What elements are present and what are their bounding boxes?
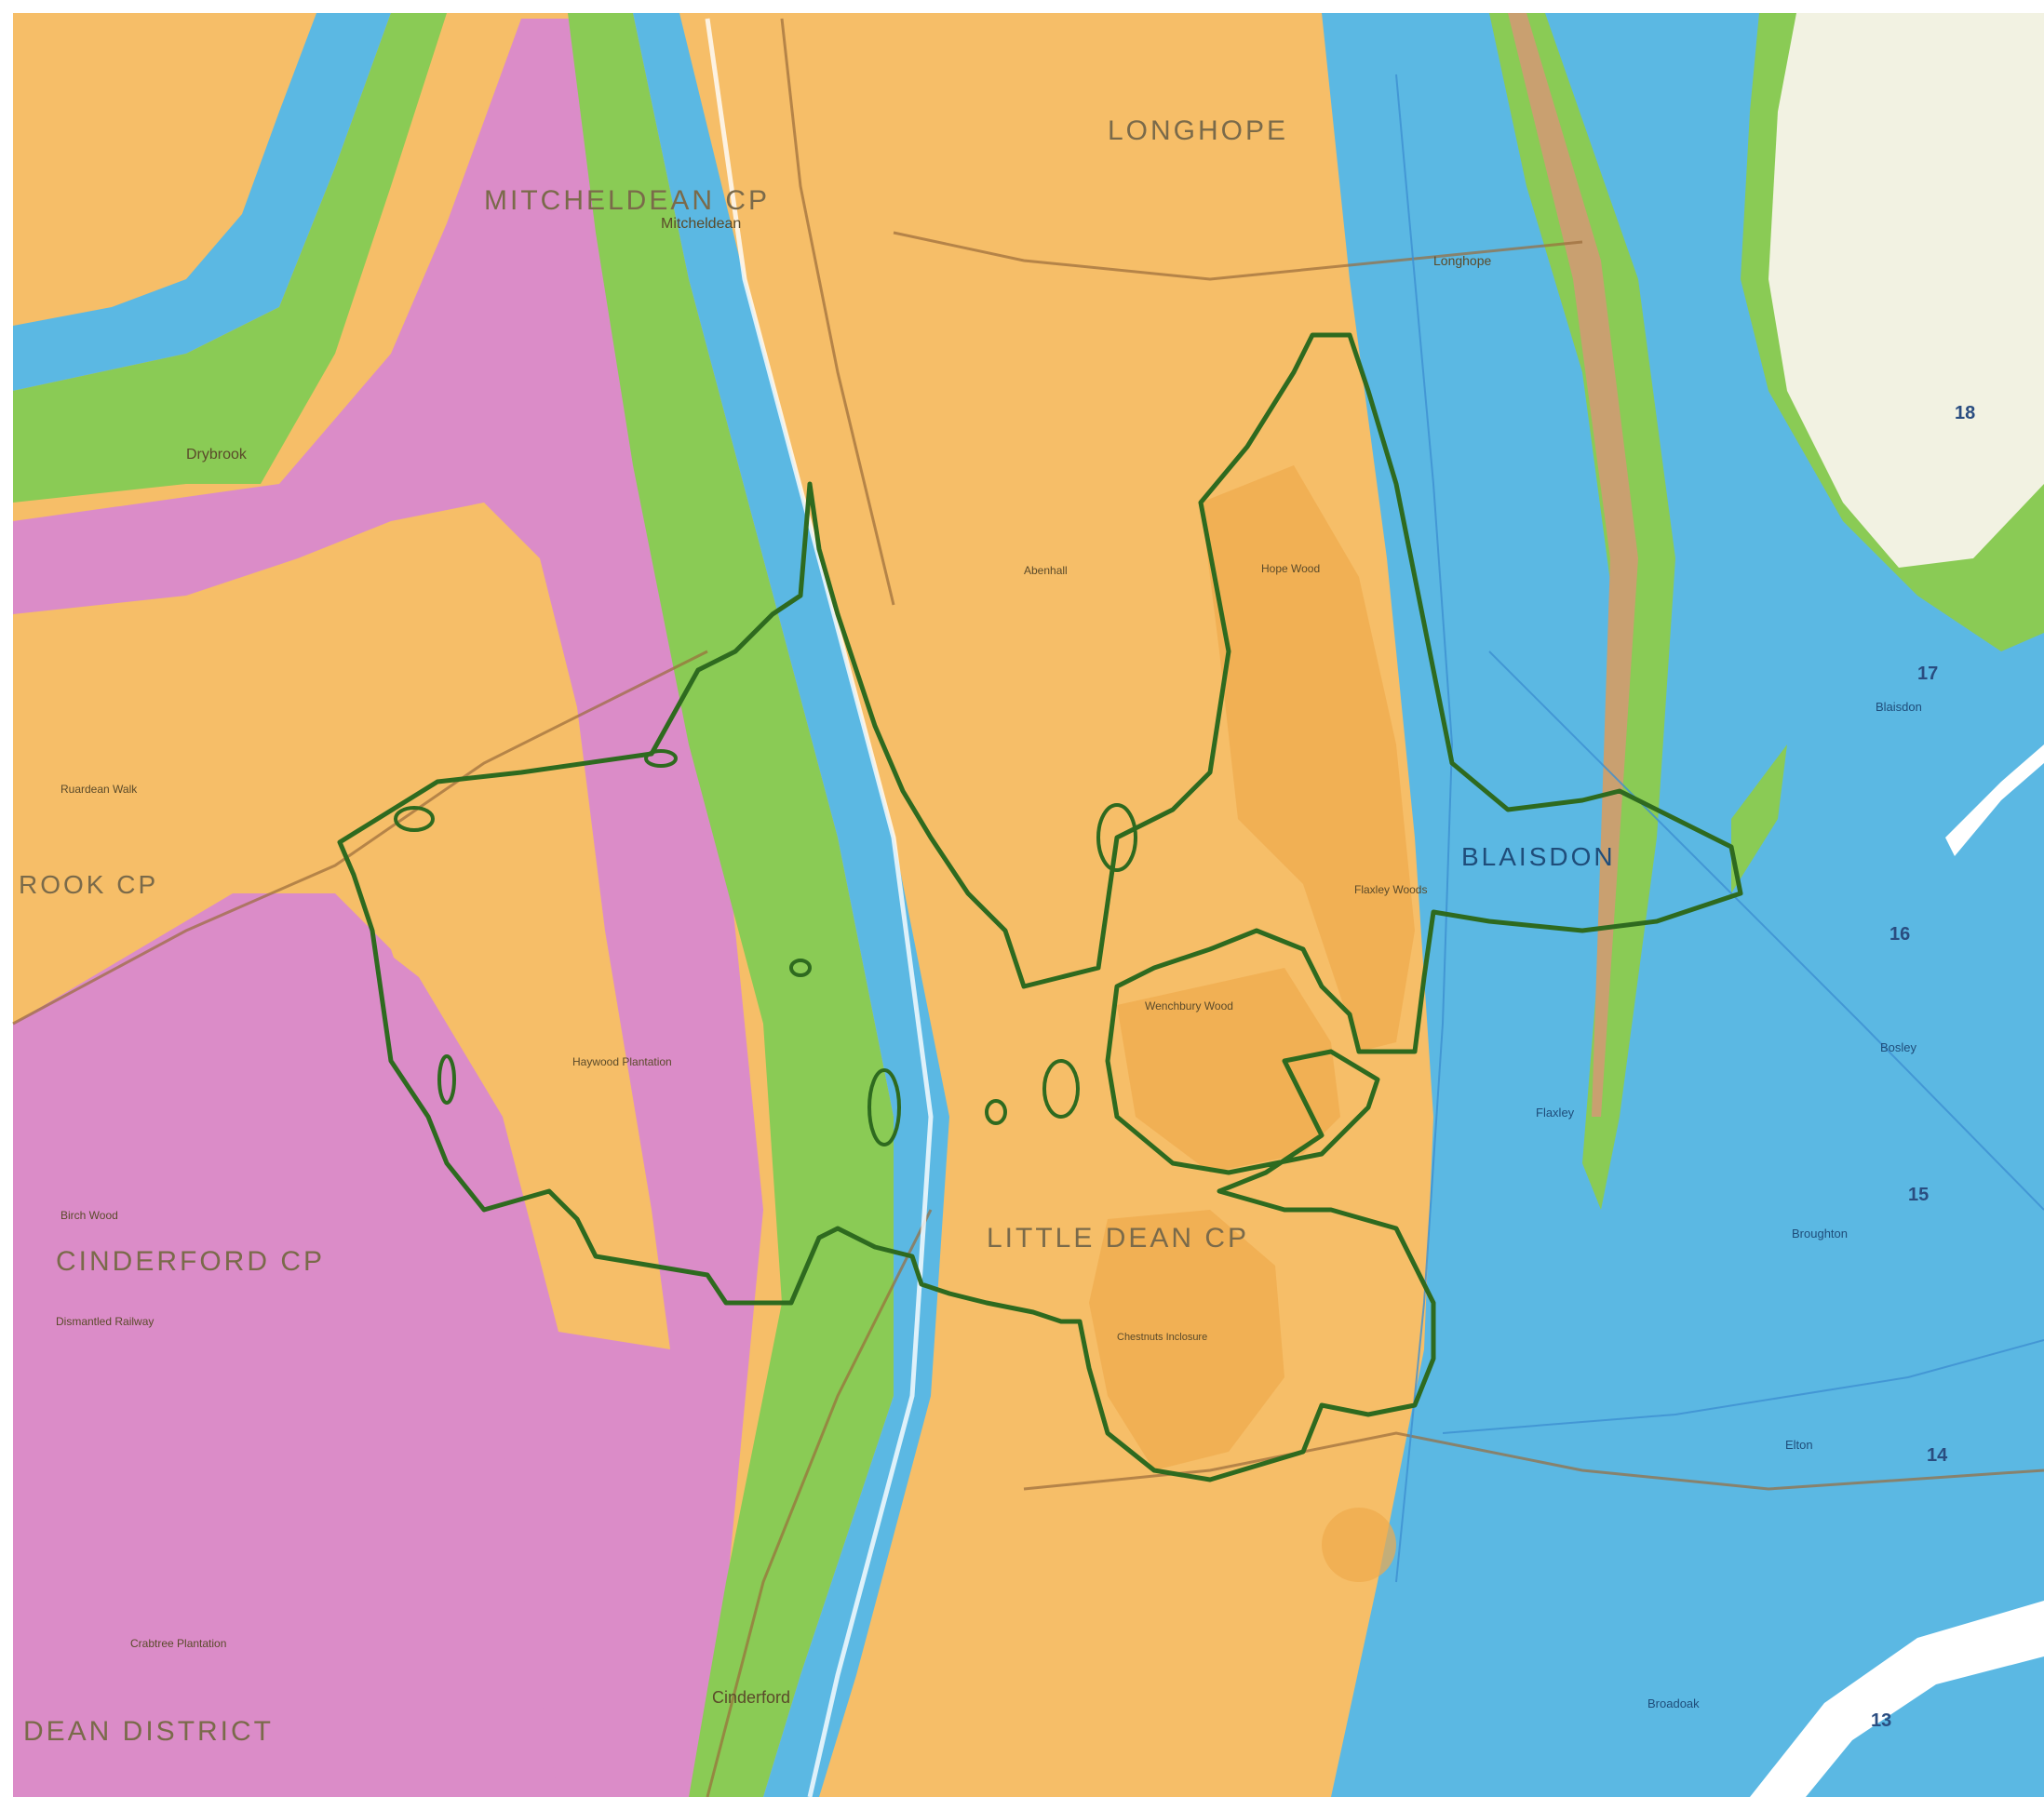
label-haywood: Haywood Plantation	[572, 1055, 672, 1068]
label-broughton: Broughton	[1792, 1227, 1848, 1240]
label-mitcheldean-cp: MITCHELDEAN CP	[484, 185, 770, 216]
enclave-6	[789, 959, 812, 977]
grid-18: 18	[1955, 403, 1975, 423]
label-chestnuts: Chestnuts Inclosure	[1117, 1332, 1207, 1343]
label-ruardean-walk: Ruardean Walk	[61, 783, 138, 796]
raised-area-hope-wood	[1201, 465, 1415, 1052]
road-b	[780, 18, 895, 606]
stream-c	[1442, 1339, 2044, 1434]
pink-zone-southwest	[13, 893, 558, 1797]
label-dismantled-railway: Dismantled Railway	[56, 1315, 154, 1328]
label-abenhall: Abenhall	[1024, 564, 1068, 577]
label-birch-wood: Birch Wood	[61, 1209, 118, 1222]
grid-14: 14	[1927, 1445, 1948, 1466]
road-c	[893, 231, 1583, 281]
railway-line	[705, 18, 934, 1797]
enclave-8	[1096, 803, 1137, 872]
river-severn	[1750, 1601, 2044, 1797]
boundary-enclaves	[394, 749, 1137, 1147]
raised-area-chestnuts	[1089, 1210, 1284, 1470]
pale-zone-ne	[1768, 13, 2044, 568]
label-drybrook: Drybrook	[186, 447, 248, 463]
label-broadoak: Broadoak	[1647, 1696, 1700, 1710]
road-network	[12, 18, 2044, 1797]
raised-area-south	[1322, 1508, 1396, 1582]
enclave-7	[437, 1054, 456, 1105]
orange-lobe-west	[13, 503, 670, 1349]
stream-b	[1488, 650, 2044, 1211]
label-longhope: LONGHOPE	[1108, 115, 1288, 146]
label-bosley: Bosley	[1880, 1040, 1917, 1054]
label-cinderford-cp: CINDERFORD CP	[56, 1246, 325, 1277]
grid-15: 15	[1908, 1185, 1929, 1205]
enclave-2	[394, 806, 435, 832]
label-wenchbury: Wenchbury Wood	[1145, 999, 1233, 1012]
river-channel	[1945, 744, 2044, 856]
enclave-5	[985, 1099, 1007, 1125]
grid-17: 17	[1917, 664, 1938, 684]
enclave-3	[867, 1068, 901, 1147]
label-mitcheldean: Mitcheldean	[661, 216, 741, 232]
label-flaxley-woods: Flaxley Woods	[1354, 883, 1427, 896]
road-a	[12, 650, 708, 1026]
label-little-dean-cp: LITTLE DEAN CP	[987, 1223, 1249, 1254]
grid-16: 16	[1889, 924, 1910, 945]
blue-band-central	[633, 13, 949, 1797]
stream-a	[1395, 74, 1454, 1583]
label-blaisdon-town: Blaisdon	[1876, 700, 1922, 714]
label-ruardean-cp: ROOK CP	[19, 870, 158, 899]
parish-boundary	[337, 332, 1743, 1482]
label-longhope-town: Longhope	[1433, 253, 1492, 268]
enclave-4	[1042, 1059, 1080, 1119]
label-flaxley: Flaxley	[1536, 1106, 1575, 1120]
raised-area-wenchbury	[1117, 968, 1340, 1173]
label-dean-district: DEAN DISTRICT	[23, 1716, 274, 1747]
green-strip-east	[1489, 13, 1675, 1210]
road-e	[706, 1209, 933, 1797]
orange-zone-nw	[13, 13, 316, 326]
green-band-nw	[13, 13, 447, 503]
label-blaisdon: BLAISDON	[1461, 842, 1616, 871]
grid-13: 13	[1871, 1710, 1891, 1731]
green-band-central	[568, 13, 894, 1797]
label-crabtree: Crabtree Plantation	[130, 1637, 226, 1650]
brown-strip-east	[1508, 13, 1638, 1117]
label-cinderford: Cinderford	[712, 1688, 790, 1707]
blue-band-nw	[13, 13, 391, 391]
label-elton: Elton	[1785, 1438, 1813, 1452]
enclave-1	[644, 749, 678, 768]
green-patch-east	[1731, 744, 1787, 893]
label-hope-wood: Hope Wood	[1261, 562, 1320, 575]
stream-network	[1395, 74, 2044, 1583]
